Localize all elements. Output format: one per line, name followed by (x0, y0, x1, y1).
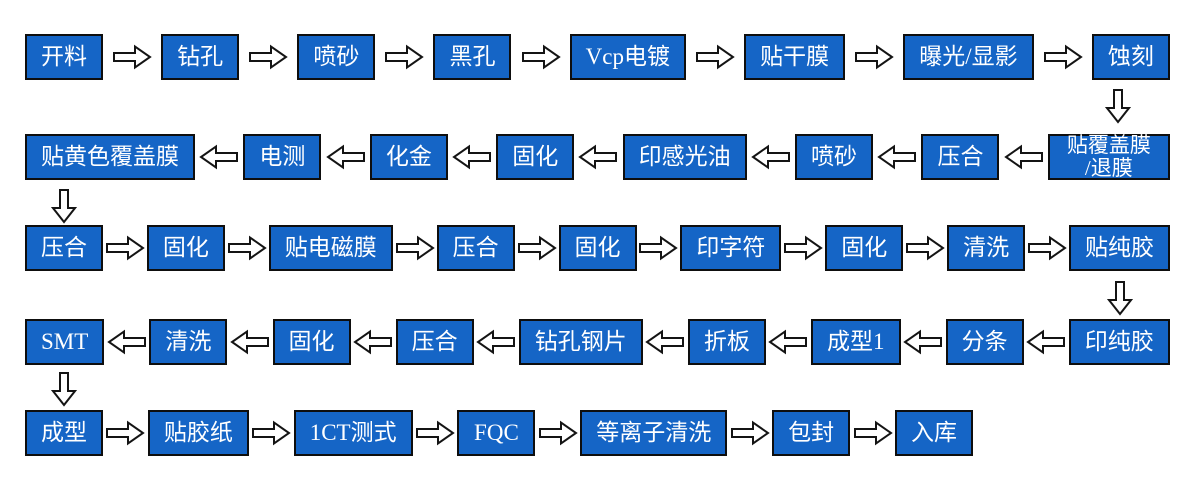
flow-step: 包封 (772, 410, 851, 456)
flow-step: 等离子清洗 (580, 410, 728, 456)
flow-step: 清洗 (947, 225, 1026, 271)
flow-step: 印纯胶 (1068, 319, 1170, 365)
arrow-right-icon (638, 235, 679, 261)
arrow-left-icon (751, 144, 791, 170)
arrow-down-icon (51, 188, 77, 224)
arrow-right-icon (517, 235, 557, 261)
flow-step: 压合 (25, 225, 103, 271)
arrow-right-icon (538, 420, 578, 446)
flow-step: 贴覆盖膜 /退膜 (1047, 134, 1170, 180)
arrow-left-icon (1003, 144, 1044, 170)
arrow-left-icon (325, 144, 366, 170)
arrow-left-icon (230, 329, 270, 355)
flow-step: 印感光油 (622, 134, 747, 180)
flow-step: 钻孔 (161, 34, 240, 80)
arrow-right-icon (521, 44, 561, 70)
arrow-right-icon (415, 420, 455, 446)
flow-step: 黑孔 (433, 34, 512, 80)
arrow-right-icon (112, 44, 152, 70)
flow-step: 固化 (146, 225, 225, 271)
flow-row-5: 成型贴胶纸 1CT测式 FQC 等离子清洗包封入库 (0, 408, 1200, 458)
arrow-left-icon (452, 144, 492, 170)
arrow-right-icon (695, 44, 735, 70)
arrow-left-icon (645, 329, 685, 355)
flow-step: 固化 (825, 225, 904, 271)
flow-step: SMT (25, 319, 105, 365)
arrow-right-icon (248, 44, 288, 70)
flow-step: 固化 (558, 225, 637, 271)
flow-step: 印字符 (680, 225, 782, 271)
arrow-left-icon (768, 329, 808, 355)
arrow-left-icon (353, 329, 393, 355)
flow-step: 贴电磁膜 (268, 225, 393, 271)
arrow-left-icon (107, 329, 147, 355)
arrow-right-icon (1027, 235, 1067, 261)
arrow-down-icon (51, 371, 77, 407)
arrow-right-icon (783, 235, 824, 261)
flow-step: 贴纯胶 (1069, 225, 1170, 271)
flow-step: 成型 (25, 410, 103, 456)
flow-step: 喷砂 (297, 34, 376, 80)
flow-step: 曝光/显影 (903, 34, 1034, 80)
flow-step: FQC (457, 410, 536, 456)
flow-step: 固化 (496, 134, 575, 180)
flow-step: 1CT测式 (293, 410, 413, 456)
arrow-left-icon (578, 144, 618, 170)
arrow-down-icon (1107, 280, 1133, 316)
flow-step: 压合 (436, 225, 515, 271)
flow-step: 化金 (369, 134, 448, 180)
flow-row-3: 压合固化贴电磁膜压合固化印字符固化清洗贴纯胶 (0, 223, 1200, 273)
arrow-left-icon (199, 144, 239, 170)
flow-row-2: 贴黄色覆盖膜 电测 化金 固化 印感光油 喷砂 压合 贴覆盖膜 /退膜 (0, 132, 1200, 182)
flow-step: Vcp电镀 (569, 34, 686, 80)
arrow-right-icon (384, 44, 425, 70)
arrow-right-icon (730, 420, 770, 446)
flow-step: 贴干膜 (744, 34, 846, 80)
flow-step: 电测 (243, 134, 322, 180)
flow-step: 钻孔钢片 (518, 319, 643, 365)
flow-step: 喷砂 (795, 134, 874, 180)
arrow-left-icon (476, 329, 516, 355)
flow-step: 压合 (921, 134, 1000, 180)
arrow-left-icon (1026, 329, 1066, 355)
arrow-down-icon (1105, 88, 1131, 124)
flow-step: 开料 (25, 34, 103, 80)
arrow-right-icon (105, 235, 145, 261)
arrow-right-icon (105, 420, 146, 446)
flow-step: 成型1 (811, 319, 901, 365)
flow-step: 压合 (395, 319, 474, 365)
flow-row-1: 开料 钻孔 喷砂 黑孔 Vcp电镀 贴干膜 曝光/显影 蚀刻 (0, 32, 1200, 82)
flow-step: 折板 (687, 319, 766, 365)
flow-step: 入库 (894, 410, 973, 456)
arrow-right-icon (854, 44, 894, 70)
arrow-right-icon (1043, 44, 1083, 70)
arrow-right-icon (251, 420, 292, 446)
flow-row-4: SMT 清洗固化压合钻孔钢片折板成型1 分条印纯胶 (0, 317, 1200, 367)
flow-step: 贴黄色覆盖膜 (25, 134, 195, 180)
arrow-right-icon (227, 235, 267, 261)
arrow-right-icon (905, 235, 945, 261)
flow-step: 固化 (272, 319, 351, 365)
arrow-right-icon (395, 235, 435, 261)
flow-step: 贴胶纸 (147, 410, 249, 456)
flow-step: 清洗 (149, 319, 228, 365)
arrow-left-icon (903, 329, 943, 355)
flow-step: 蚀刻 (1091, 34, 1170, 80)
flow-step: 分条 (945, 319, 1024, 365)
arrow-left-icon (877, 144, 917, 170)
arrow-right-icon (853, 420, 893, 446)
